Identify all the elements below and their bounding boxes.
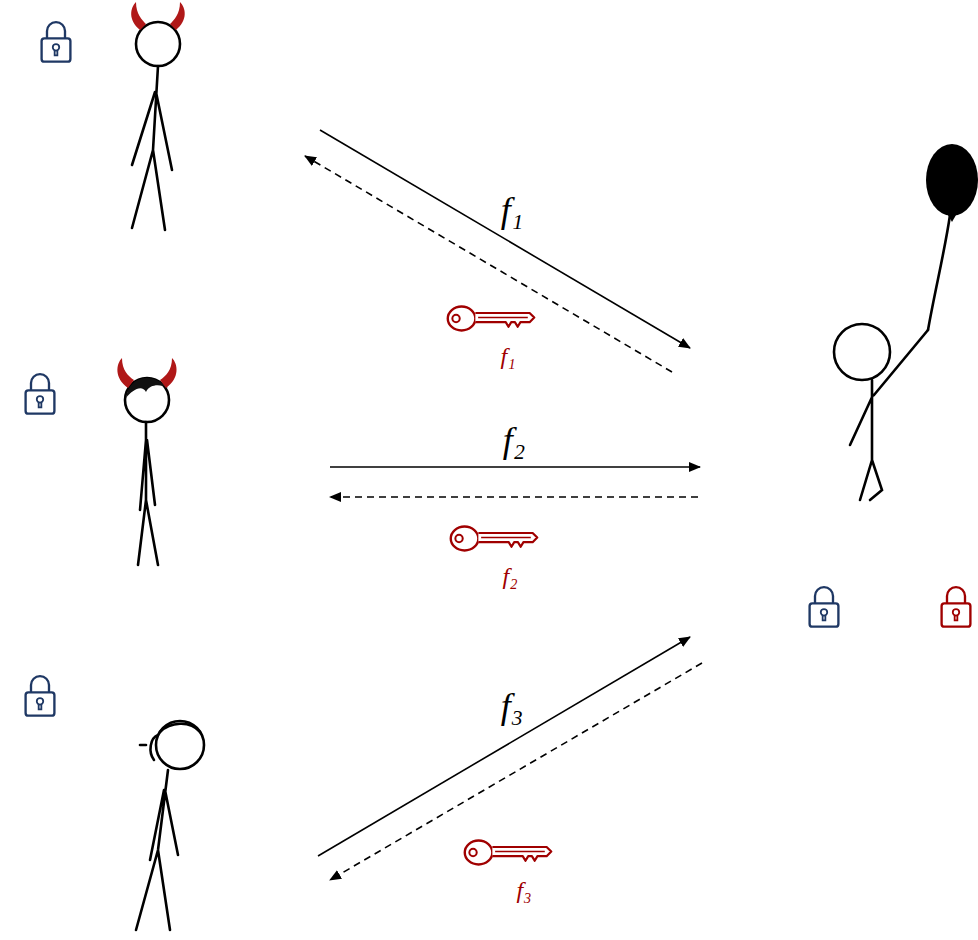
lock-icon (810, 587, 839, 627)
lock-icon (942, 587, 971, 627)
lock-icon (26, 374, 55, 414)
lock-icon (42, 22, 71, 62)
devil-horn (170, 2, 185, 30)
function-label: f₁ (501, 192, 524, 228)
balloon (948, 215, 956, 222)
function-label: f₃ (501, 688, 524, 724)
key-label: f₃ (516, 878, 531, 902)
key-label: f₁ (500, 344, 515, 368)
stick-figure (132, 22, 180, 230)
lock-icon (26, 676, 55, 716)
key-icon (448, 307, 534, 331)
message-arrow (305, 130, 702, 880)
balloon (926, 144, 978, 216)
stick-figure (136, 721, 204, 930)
devil-horn (160, 358, 177, 388)
stick-figure (125, 378, 169, 565)
devil-horn (117, 358, 134, 388)
key-icon (465, 841, 551, 865)
key-label: f₂ (502, 564, 517, 588)
devil-horn (131, 2, 146, 30)
key-icon (451, 527, 537, 551)
function-label: f₂ (503, 422, 526, 458)
stick-figure (834, 215, 950, 500)
